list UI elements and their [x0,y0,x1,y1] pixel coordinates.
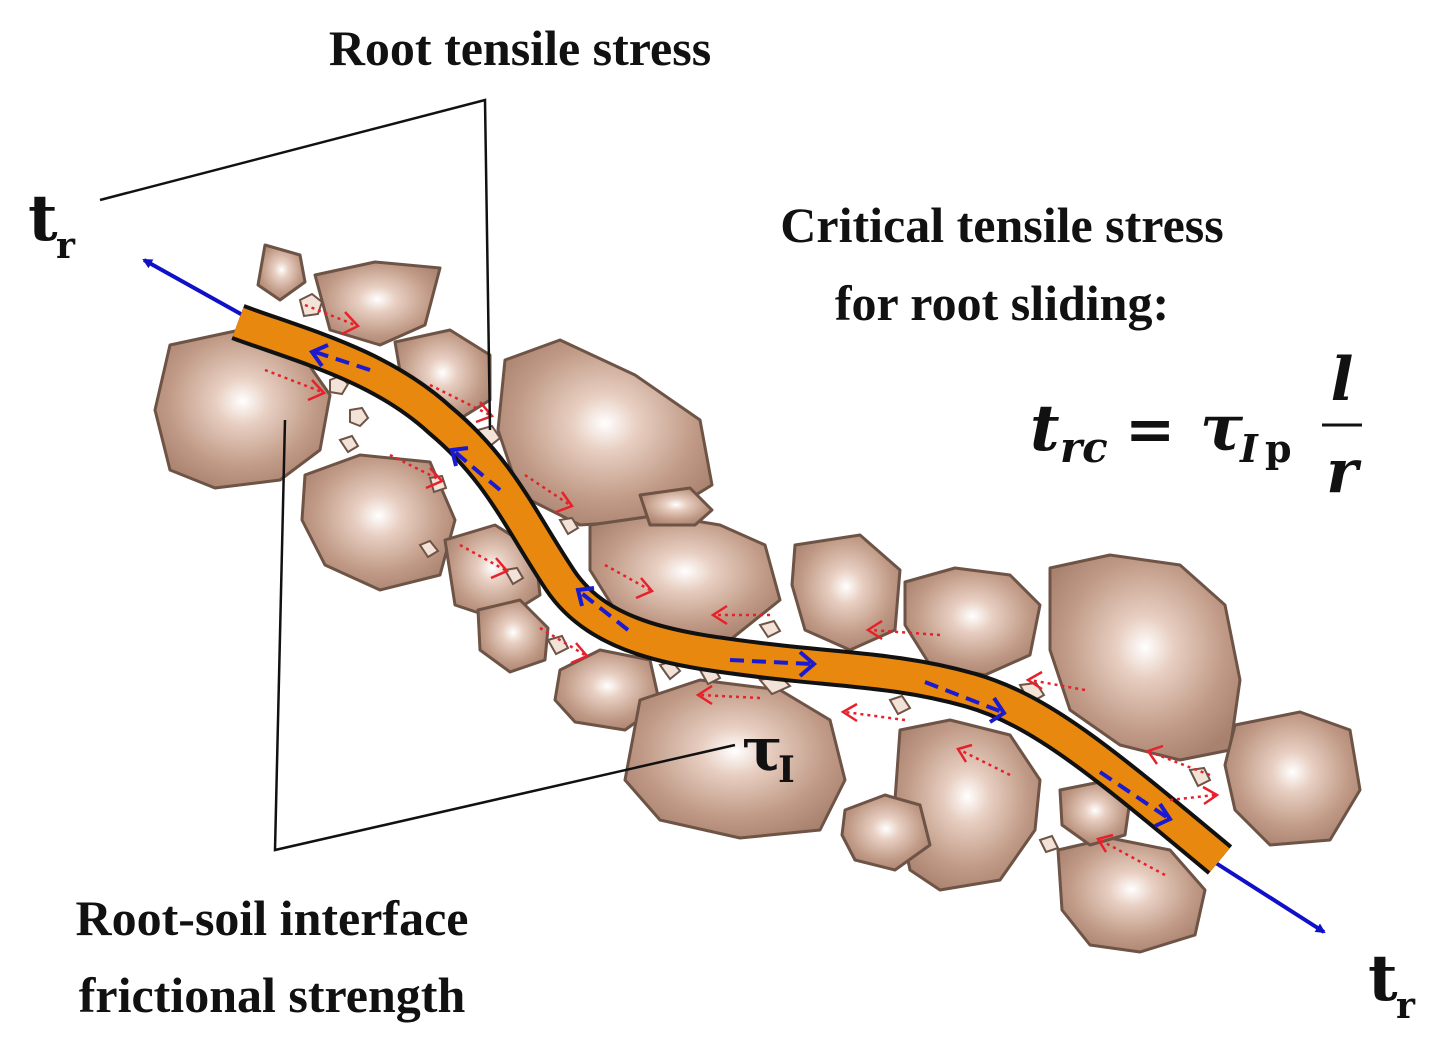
critical-stress-label-line1: Critical tensile stress [780,197,1223,253]
dotted-arrow-icon [1025,670,1086,692]
soil-particle [638,486,714,527]
soil-grain [298,292,324,318]
dotted-arrow-icon [840,702,906,723]
tensile-arrow-left [142,258,249,320]
tensile-arrow-right [1206,856,1326,934]
dotted-arrow-icon [604,563,655,600]
internal-force-arrows [308,343,1173,828]
dotted-arrow-icon [459,543,510,580]
formula-rhs-main: τ [1200,391,1244,466]
soil-particle [790,533,902,652]
dotted-arrow-icon [539,626,590,665]
tr-symbol-top: t r [28,181,76,267]
leader-lines [99,98,736,852]
soil-particle [840,793,932,872]
interface-strength-label-line1: Root-soil interface [76,890,469,946]
formula-lhs-subscript: rc [1060,423,1108,472]
root-tensile-stress-label: Root tensile stress [329,20,711,76]
dotted-arrow-icon [524,473,574,514]
soil-particle [300,453,457,592]
formula-equals: = [1125,395,1175,465]
interface-strength-leader [273,419,736,852]
tr-main: t [1368,941,1398,1016]
soil-grain [558,516,580,536]
tr-subscript: r [1396,985,1416,1027]
critical-stress-label-line2: for root sliding: [835,275,1169,331]
tau-subscript: I [778,749,795,791]
soil-grain [1038,834,1060,854]
dotted-arrow-icon [956,743,1011,777]
dotted-arrow-icon [264,368,327,402]
dotted-arrow-icon [695,684,761,706]
dotted-arrow-icon [304,303,361,336]
root [231,304,1233,875]
dashed-chevron-arrow-icon [1098,770,1173,828]
soil-particle [1056,836,1207,954]
soil-grain [758,619,782,639]
soil-particle [256,243,307,302]
soil-grain [546,634,570,656]
dotted-arrow-icon [1169,785,1220,806]
soil-particle [476,598,550,674]
soil-grain [418,539,440,559]
formula-denominator: r [1326,437,1362,507]
formula-lhs-main: t [1030,391,1060,466]
friction-arrows [264,303,1220,877]
dotted-arrow-icon [710,604,770,626]
soil-grain [888,694,912,716]
dotted-arrow-icon [1096,833,1166,877]
dotted-arrow-icon [1146,744,1211,777]
formula-rhs-subscript-p: p [1265,426,1292,471]
dotted-arrow-icon [865,619,941,641]
tau-interface-symbol: τ I [742,715,795,791]
soil-grain [338,434,360,454]
tr-subscript: r [56,225,76,267]
formula-rhs-subscript: I [1239,426,1259,471]
soil-particle [1223,710,1362,847]
root-body [232,307,1230,872]
soil-grain [503,566,525,586]
tr-symbol-bottom: t r [1368,941,1416,1027]
dashed-chevron-arrow-icon [729,650,818,678]
soil-grain [1188,766,1212,788]
soil-particles [153,243,1362,954]
tr-main: t [28,181,58,256]
dashed-chevron-arrow-icon [924,680,1007,724]
soil-particle [313,260,442,347]
interface-strength-label-line2: frictional strength [79,967,466,1023]
dotted-arrow-icon [389,453,445,490]
dashed-chevron-arrow-icon [575,586,630,632]
soil-grain [349,406,370,428]
dotted-arrow-icon [429,383,495,424]
soil-particle [623,678,847,840]
tau-main: τ [742,715,782,785]
soil-particle [903,566,1042,677]
formula-numerator: l [1331,345,1354,415]
critical-stress-formula: t rc = τ I p l r [1030,345,1362,507]
tensile-arrows [142,258,1326,934]
dashed-chevron-arrow-icon [308,343,371,372]
root-tensile-stress-leader [99,98,492,431]
dashed-chevron-arrow-icon [449,446,502,492]
